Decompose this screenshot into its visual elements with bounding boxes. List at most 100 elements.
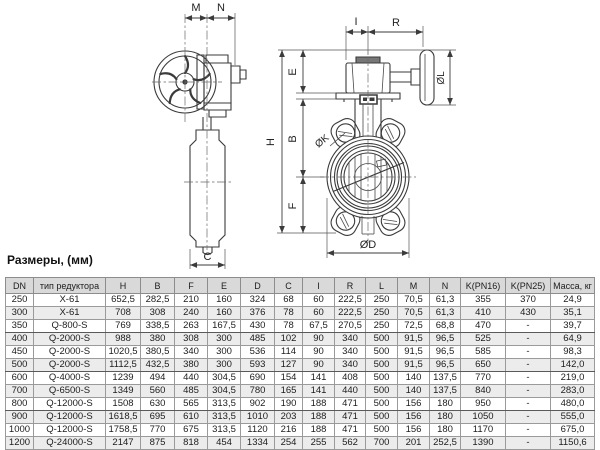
table-cell: 585 bbox=[460, 345, 506, 359]
side-view: M N C bbox=[152, 2, 246, 269]
table-cell: 1758,5 bbox=[105, 423, 141, 437]
table-cell: 555,0 bbox=[550, 410, 595, 424]
technical-drawing: M N C bbox=[0, 2, 600, 272]
table-cell: 201 bbox=[397, 436, 430, 450]
table-cell: 340 bbox=[174, 345, 208, 359]
table-cell: 210 bbox=[174, 293, 208, 307]
table-cell: 96,5 bbox=[429, 332, 461, 346]
table-cell: 137,5 bbox=[429, 384, 461, 398]
table-cell: 500 bbox=[365, 384, 398, 398]
table-cell: 700 bbox=[5, 384, 34, 398]
table-cell: 72,5 bbox=[397, 319, 430, 333]
table-cell: 127 bbox=[274, 358, 303, 372]
table-cell: 988 bbox=[105, 332, 141, 346]
column-header: L bbox=[365, 277, 398, 294]
table-cell: 313,5 bbox=[207, 397, 241, 411]
table-cell: Q-12000-S bbox=[33, 397, 106, 411]
table-cell: 500 bbox=[365, 345, 398, 359]
table-cell: 494 bbox=[140, 371, 175, 385]
table-cell: 154 bbox=[274, 371, 303, 385]
table-cell: 800 bbox=[5, 397, 34, 411]
table-cell: 380 bbox=[140, 332, 175, 346]
table-cell: 219,0 bbox=[550, 371, 595, 385]
table-cell: 1170 bbox=[460, 423, 506, 437]
table-cell: 300 bbox=[5, 306, 34, 320]
gearbox-side bbox=[197, 55, 246, 130]
table-cell: 140 bbox=[397, 371, 430, 385]
table-cell: 70,5 bbox=[397, 293, 430, 307]
column-header: M bbox=[397, 277, 430, 294]
dim-label-dl: ØL bbox=[436, 71, 447, 85]
table-cell: 430 bbox=[505, 306, 551, 320]
table-cell: 500 bbox=[365, 358, 398, 372]
table-cell: Q-800-S bbox=[33, 319, 106, 333]
table-cell: Q-12000-S bbox=[33, 410, 106, 424]
table-cell: 91,5 bbox=[397, 332, 430, 346]
table-cell: 875 bbox=[140, 436, 175, 450]
table-cell: 610 bbox=[174, 410, 208, 424]
table-cell: 308 bbox=[174, 332, 208, 346]
table-cell: Q-2000-S bbox=[33, 332, 106, 346]
table-cell: 770 bbox=[140, 423, 175, 437]
table-cell: - bbox=[505, 345, 551, 359]
column-header: I bbox=[302, 277, 335, 294]
table-cell: 156 bbox=[397, 410, 430, 424]
centerlines-front bbox=[320, 57, 416, 243]
table-cell: 190 bbox=[274, 397, 303, 411]
table-cell: 338,5 bbox=[140, 319, 175, 333]
dim-label-m: M bbox=[191, 2, 200, 14]
table-cell: 450 bbox=[5, 345, 34, 359]
table-cell: 695 bbox=[140, 410, 175, 424]
table-cell: 140 bbox=[397, 384, 430, 398]
table-cell: 1334 bbox=[240, 436, 275, 450]
table-cell: 114 bbox=[274, 345, 303, 359]
table-cell: 60 bbox=[302, 306, 335, 320]
table-cell: 203 bbox=[274, 410, 303, 424]
table-cell: 593 bbox=[240, 358, 275, 372]
dim-label-e: E bbox=[287, 68, 299, 75]
table-cell: 250 bbox=[365, 319, 398, 333]
table-cell: 216 bbox=[274, 423, 303, 437]
table-cell: 180 bbox=[429, 397, 461, 411]
table-cell: 304,5 bbox=[207, 371, 241, 385]
table-cell: 430 bbox=[240, 319, 275, 333]
table-cell: 471 bbox=[334, 423, 366, 437]
table-cell: - bbox=[505, 332, 551, 346]
table-cell: 68 bbox=[274, 293, 303, 307]
table-cell: 250 bbox=[5, 293, 34, 307]
table-cell: 1150,6 bbox=[550, 436, 595, 450]
table-cell: 90 bbox=[302, 358, 335, 372]
table-cell: 167,5 bbox=[207, 319, 241, 333]
table-cell: 300 bbox=[207, 345, 241, 359]
table-cell: 1618,5 bbox=[105, 410, 141, 424]
table-cell: 485 bbox=[174, 384, 208, 398]
column-header: H bbox=[105, 277, 141, 294]
column-header: Масса, кг bbox=[550, 277, 595, 294]
table-cell: - bbox=[505, 436, 551, 450]
dim-label-h: H bbox=[265, 138, 277, 146]
table-cell: Q-24000-S bbox=[33, 436, 106, 450]
table-cell: 180 bbox=[429, 423, 461, 437]
table-cell: X-61 bbox=[33, 293, 106, 307]
table-cell: - bbox=[505, 423, 551, 437]
dim-label-i: I bbox=[354, 16, 357, 28]
table-cell: 68,8 bbox=[429, 319, 461, 333]
table-cell: 250 bbox=[365, 306, 398, 320]
table-cell: - bbox=[505, 397, 551, 411]
table-cell: 156 bbox=[397, 397, 430, 411]
table-cell: 600 bbox=[5, 371, 34, 385]
gearbox-front bbox=[336, 57, 420, 102]
table-cell: 1020,5 bbox=[105, 345, 141, 359]
table-title: Размеры, (мм) bbox=[7, 253, 93, 267]
table-cell: 78 bbox=[274, 319, 303, 333]
